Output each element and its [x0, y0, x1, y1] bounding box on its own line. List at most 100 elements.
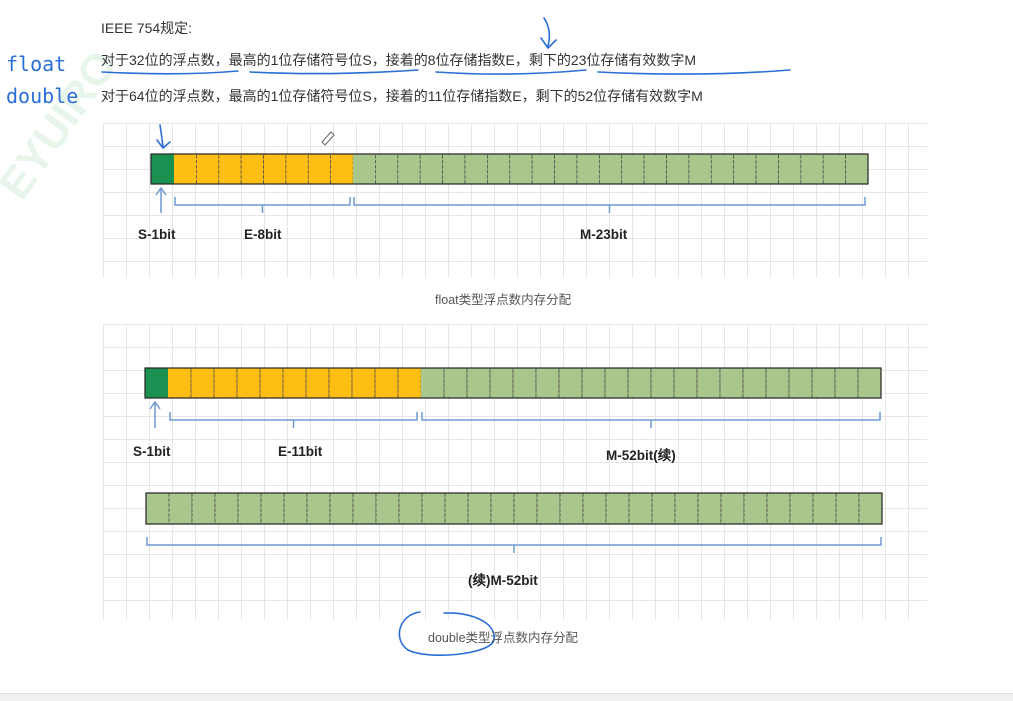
field-brackets	[146, 186, 882, 553]
double-mantissa-cont-cell	[283, 492, 308, 525]
double-exponent-cell	[190, 367, 215, 399]
double-mantissa-cont-cell	[582, 492, 607, 525]
float-mantissa-cell	[643, 153, 667, 185]
float-mantissa-cell	[509, 153, 533, 185]
float-mantissa-cell	[442, 153, 466, 185]
double-mantissa-cont-cell	[467, 492, 492, 525]
double-mantissa-cont-cell	[168, 492, 193, 525]
double-mantissa-cell	[443, 367, 468, 399]
float-mantissa-cell	[800, 153, 824, 185]
float-exponent-label: E-8bit	[244, 227, 282, 242]
double-mantissa-cell	[627, 367, 652, 399]
float-mantissa-cell	[621, 153, 645, 185]
double-mantissa-cell	[581, 367, 606, 399]
double-continued-label: (续)M-52bit	[468, 573, 538, 588]
circle-annotation	[398, 611, 495, 656]
double-mantissa-cont-cell	[421, 492, 446, 525]
double-exponent-cell	[259, 367, 284, 399]
bottom-scrollbar[interactable]	[0, 693, 1013, 701]
double-exponent-cell	[236, 367, 261, 399]
underline-exponent-annotation	[435, 69, 587, 75]
handwritten-annotations	[101, 17, 791, 656]
double-mantissa-cell	[696, 367, 721, 399]
double-exponent-label: E-11bit	[278, 444, 323, 459]
bar-outline	[144, 367, 882, 399]
double-mantissa-cell	[604, 367, 629, 399]
double-mantissa-cont-cell	[605, 492, 630, 525]
double-exponent-cell	[328, 367, 353, 399]
float-mantissa-cell	[822, 153, 846, 185]
float-exponent-bracket	[174, 197, 351, 213]
bar-outline	[150, 153, 869, 185]
double-mantissa-cont-cell	[306, 492, 331, 525]
handwritten-double-note: double	[6, 84, 79, 108]
double-mantissa-cell	[512, 367, 537, 399]
float-mantissa-cell	[419, 153, 443, 185]
double-mantissa-cell	[742, 367, 767, 399]
arrow-annotation	[540, 17, 557, 49]
float-mantissa-cell	[755, 153, 779, 185]
double-mantissa-cell	[558, 367, 583, 399]
underline-sign-annotation	[101, 70, 239, 75]
sign-arrow-annotation	[156, 124, 171, 149]
underline-sign-annotation-2	[249, 69, 419, 75]
double-sign-label: S-1bit	[133, 444, 171, 459]
double-mantissa-cell	[857, 367, 882, 399]
float-exponent-cell	[330, 153, 354, 185]
float-mantissa-cell	[599, 153, 622, 185]
double-bit-bar-row1	[144, 367, 882, 399]
double-mantissa-cont-cell	[697, 492, 722, 525]
double-exponent-cell	[305, 367, 330, 399]
double-mantissa-cell	[535, 367, 560, 399]
double-mantissa-cont-cell	[191, 492, 216, 525]
float-mantissa-cell	[531, 153, 555, 185]
float-mantissa-cell	[733, 153, 757, 185]
double-mantissa-label: M-52bit(续)	[606, 448, 676, 463]
handwritten-float-note: float	[6, 52, 67, 76]
float-exponent-cell	[285, 153, 309, 185]
double-mantissa-cont-cell	[375, 492, 400, 525]
float-exponent-cell	[196, 153, 220, 185]
double-mantissa-cont-cell	[146, 493, 169, 524]
double-mantissa-cell	[489, 367, 514, 399]
double-mantissa-cont-cell	[674, 492, 699, 525]
float-rule-text: 对于32位的浮点数，最高的1位存储符号位S，接着的8位存储指数E，剩下的23位存…	[101, 52, 697, 68]
double-mantissa-cont-cell	[559, 492, 584, 525]
double-exponent-cell	[168, 368, 191, 398]
float-bit-bar	[150, 153, 869, 185]
double-mantissa-cont-cell	[720, 492, 745, 525]
double-mantissa-cont-cell	[513, 492, 538, 525]
float-mantissa-cell	[464, 153, 488, 185]
float-mantissa-cell	[576, 153, 600, 185]
double-exponent-cell	[397, 367, 422, 399]
float-exponent-cell	[174, 154, 197, 184]
double-exponent-cell	[374, 367, 399, 399]
double-mantissa-cont-cell	[352, 492, 377, 525]
page-title: IEEE 754规定:	[101, 20, 193, 36]
double-bit-bar-row2	[145, 492, 883, 525]
double-mantissa-bracket	[421, 412, 881, 428]
float-mantissa-cell	[710, 153, 734, 185]
float-diagram-background	[103, 123, 927, 278]
bar-outline	[145, 492, 883, 525]
float-mantissa-cell	[487, 153, 511, 185]
float-mantissa-cell	[554, 153, 578, 185]
float-exponent-cell	[218, 153, 242, 185]
double-caption: double类型浮点数内存分配	[428, 631, 579, 645]
float-exponent-cell	[240, 153, 264, 185]
float-mantissa-cell	[688, 153, 712, 185]
double-mantissa-cell	[421, 368, 444, 398]
float-exponent-cell	[263, 153, 287, 185]
double-continued-bracket	[146, 537, 882, 553]
float-caption: float类型浮点数内存分配	[435, 293, 572, 307]
double-exponent-bracket	[169, 412, 418, 428]
pencil-icon	[321, 131, 335, 146]
underline-mantissa-annotation	[597, 69, 791, 75]
float-mantissa-cell	[375, 153, 399, 185]
double-exponent-cell	[282, 367, 307, 399]
double-mantissa-cont-cell	[812, 492, 837, 525]
double-mantissa-cont-cell	[444, 492, 469, 525]
double-sign-cell	[145, 368, 168, 398]
float-mantissa-cell	[666, 153, 690, 185]
